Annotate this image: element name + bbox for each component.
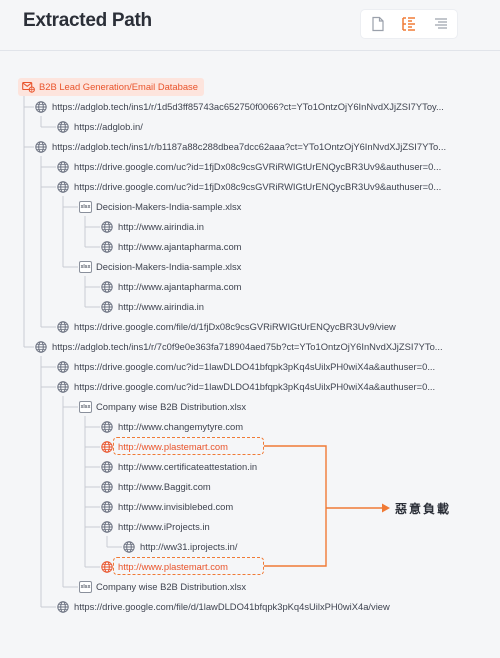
view-switcher xyxy=(361,10,457,38)
node-label: https://adglob.tech/ins1/r/b1187a88c288d… xyxy=(52,141,447,152)
node-label: http://www.plastemart.com xyxy=(118,441,228,452)
node-label: https://drive.google.com/uc?id=1lawDLDO4… xyxy=(74,381,436,392)
node-label: Company wise B2B Distribution.xlsx xyxy=(96,581,247,592)
node-label: http://www.iProjects.in xyxy=(118,521,210,532)
node-label: https://adglob.in/ xyxy=(74,121,143,132)
node-label: http://www.ajantapharma.com xyxy=(118,281,242,292)
malicious-highlight-box xyxy=(113,557,264,575)
globe-icon xyxy=(57,601,69,613)
globe-icon xyxy=(57,381,69,393)
root-node-label: B2B Lead Generation/Email Database xyxy=(39,81,198,92)
globe-icon xyxy=(57,161,69,173)
node-label: https://drive.google.com/file/d/1fjDx08c… xyxy=(74,321,396,332)
globe-icon xyxy=(35,341,47,353)
node-label: http://www.Baggit.com xyxy=(118,481,211,492)
globe-icon xyxy=(101,501,113,513)
node-label: http://www.airindia.in xyxy=(118,301,204,312)
globe-icon xyxy=(35,101,47,113)
node-label: http://www.certificateattestation.in xyxy=(118,461,258,472)
page-title: Extracted Path xyxy=(23,10,152,31)
tree-view-icon[interactable] xyxy=(400,15,418,33)
node-label: https://drive.google.com/uc?id=1fjDx08c9… xyxy=(74,161,442,172)
globe-icon xyxy=(101,521,113,533)
xlsx-file-icon: xlsx xyxy=(79,581,92,593)
node-label: https://drive.google.com/uc?id=1lawDLDO4… xyxy=(74,361,436,372)
xlsx-file-icon: xlsx xyxy=(79,201,92,213)
root-node[interactable]: B2B Lead Generation/Email Database xyxy=(18,78,204,96)
globe-icon xyxy=(101,561,113,573)
xlsx-file-icon: xlsx xyxy=(79,261,92,273)
node-label: http://www.airindia.in xyxy=(118,221,204,232)
globe-icon xyxy=(57,321,69,333)
list-view-icon[interactable] xyxy=(432,15,450,33)
globe-icon xyxy=(57,121,69,133)
node-label: http://www.changemytyre.com xyxy=(118,421,244,432)
node-label: http://www.invisiblebed.com xyxy=(118,501,234,512)
globe-icon xyxy=(101,301,113,313)
node-label: Company wise B2B Distribution.xlsx xyxy=(96,401,247,412)
document-view-icon[interactable] xyxy=(369,15,387,33)
globe-icon xyxy=(123,541,135,553)
globe-icon xyxy=(101,421,113,433)
node-label: http://www.plastemart.com xyxy=(118,561,228,572)
node-label: http://ww31.iprojects.in/ xyxy=(140,541,238,552)
xlsx-file-icon: xlsx xyxy=(79,401,92,413)
malicious-payload-label: 惡意負載 xyxy=(395,502,452,516)
node-label: https://adglob.tech/ins1/r/1d5d3ff85743a… xyxy=(52,101,444,112)
node-label: https://drive.google.com/file/d/1lawDLDO… xyxy=(74,601,390,612)
node-label: Decision-Makers-India-sample.xlsx xyxy=(96,261,242,272)
globe-icon xyxy=(101,241,113,253)
globe-icon xyxy=(101,481,113,493)
email-database-icon xyxy=(22,81,35,93)
panel-header: Extracted Path xyxy=(0,0,500,51)
globe-icon xyxy=(57,361,69,373)
node-label: http://www.ajantapharma.com xyxy=(118,241,242,252)
node-label: https://adglob.tech/ins1/r/7c0f9e0e363fa… xyxy=(52,341,443,352)
globe-icon xyxy=(101,281,113,293)
globe-icon xyxy=(101,461,113,473)
globe-icon xyxy=(101,441,113,453)
node-label: https://drive.google.com/uc?id=1fjDx08c9… xyxy=(74,181,442,192)
malicious-highlight-box xyxy=(113,437,264,455)
globe-icon xyxy=(57,181,69,193)
node-label: Decision-Makers-India-sample.xlsx xyxy=(96,201,242,212)
globe-icon xyxy=(35,141,47,153)
globe-icon xyxy=(101,221,113,233)
